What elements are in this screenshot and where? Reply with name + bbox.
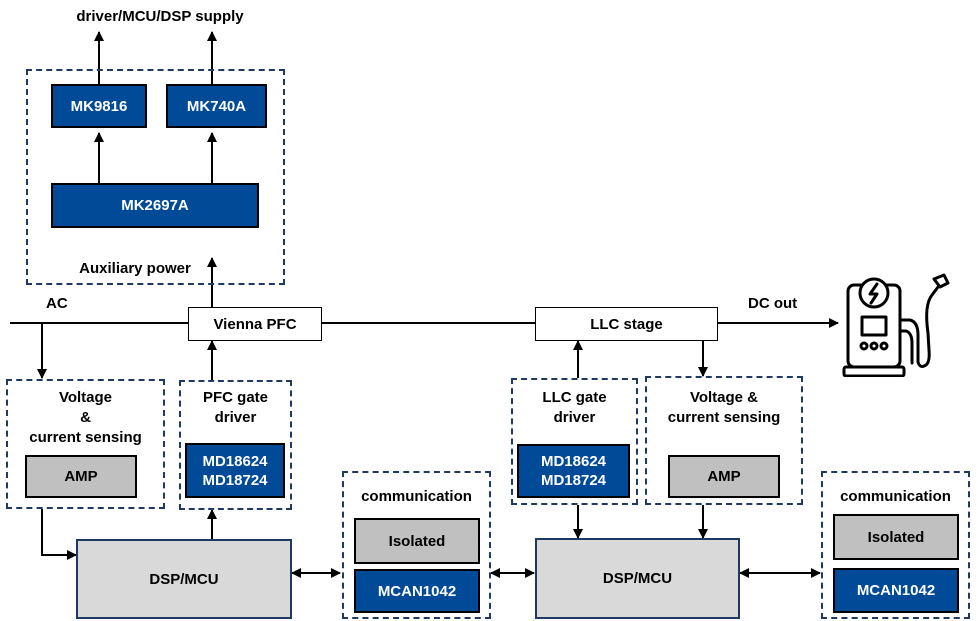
ac-label: AC <box>46 295 68 312</box>
llc-gate-driver-group <box>511 378 638 505</box>
llc-driver-part: MD18624 <box>540 453 607 470</box>
right-dsp-mcu-block: DSP/MCU <box>535 538 740 619</box>
llc-stage-block: LLC stage <box>535 307 718 341</box>
left-sensing-title-line: & <box>80 409 91 426</box>
pfc-gate-driver-group <box>179 380 292 510</box>
left-dsp-mcu-block: DSP/MCU <box>76 539 292 619</box>
llc-driver-title-line: driver <box>553 409 596 426</box>
dc-out-label: DC out <box>748 295 798 312</box>
llc-driver-parts-block: MD18624 MD18724 <box>517 444 630 498</box>
left-sensing-title: Voltage & current sensing <box>6 388 165 448</box>
supply-label: driver/MCU/DSP supply <box>76 8 244 25</box>
left-mcan1042-block: MCAN1042 <box>354 569 480 613</box>
left-sensing-title-line: current sensing <box>29 429 142 446</box>
right-sensing-group <box>645 376 803 505</box>
right-communication-title: communication <box>840 488 951 505</box>
pfc-driver-title-line: PFC gate <box>202 389 268 406</box>
left-amp-block: AMP <box>25 455 137 498</box>
pfc-gate-driver-title: PFC gate driver <box>179 388 292 428</box>
left-isolated-block: Isolated <box>354 518 480 564</box>
right-amp-block: AMP <box>668 455 780 498</box>
pfc-driver-part: MD18724 <box>202 471 268 489</box>
right-sensing-title-line: current sensing <box>667 409 781 426</box>
left-communication-title: communication <box>361 488 472 505</box>
auxiliary-power-label: Auxiliary power <box>79 260 191 277</box>
auxiliary-power-group <box>26 69 285 285</box>
left-communication-group <box>342 471 491 619</box>
left-sensing-group <box>6 379 165 509</box>
ev-charging-station-icon <box>842 273 950 377</box>
right-mcan1042-block: MCAN1042 <box>833 568 959 613</box>
llc-driver-title-line: LLC gate <box>542 389 607 406</box>
mk2697a-block: MK2697A <box>51 183 259 228</box>
left-sensing-title-line: Voltage <box>58 389 113 406</box>
vienna-pfc-block: Vienna PFC <box>188 307 322 341</box>
pfc-driver-parts-block: MD18624 MD18724 <box>185 443 285 498</box>
right-communication-group <box>821 471 970 619</box>
pfc-driver-title-line: driver <box>214 409 257 426</box>
pfc-driver-part: MD18624 <box>202 452 268 470</box>
right-sensing-title-line: Voltage & <box>689 389 759 406</box>
llc-gate-driver-title: LLC gate driver <box>511 388 638 428</box>
llc-driver-part: MD18724 <box>540 472 607 489</box>
mk740a-block: MK740A <box>166 84 267 128</box>
right-isolated-block: Isolated <box>833 514 959 560</box>
arrow-sensing-mcu <box>41 509 77 560</box>
mk9816-block: MK9816 <box>51 84 147 128</box>
right-sensing-title: Voltage & current sensing <box>645 388 803 428</box>
